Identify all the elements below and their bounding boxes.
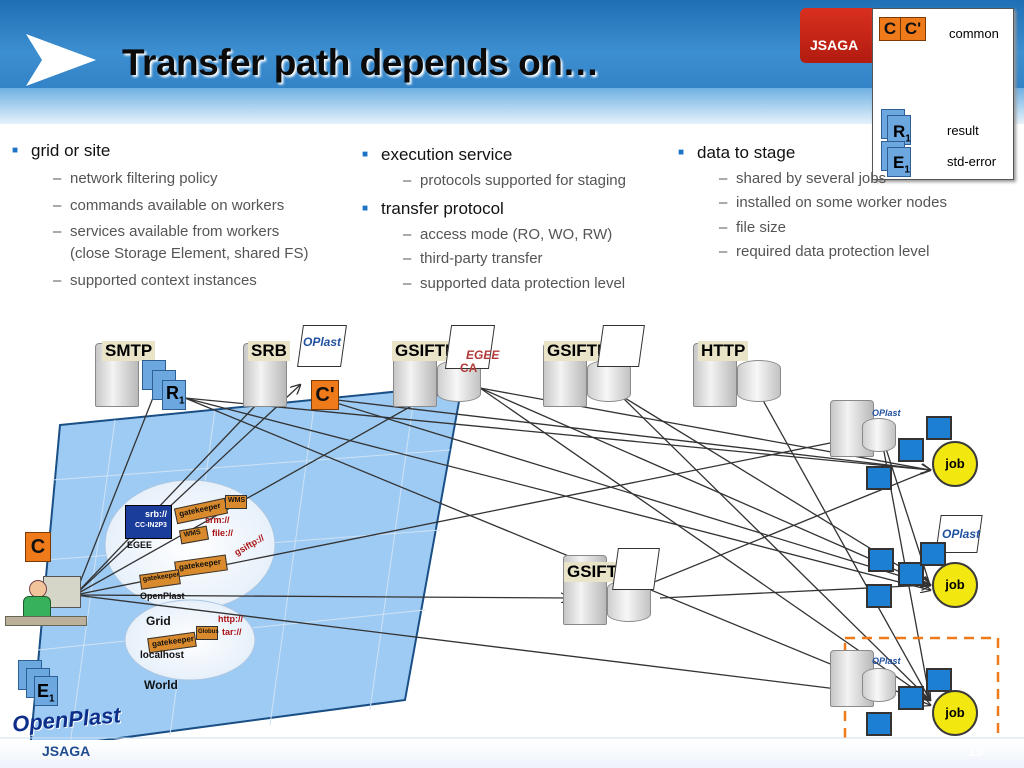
sub-item: protocols supported for staging — [403, 172, 626, 189]
sub-item: installed on some worker nodes — [719, 194, 947, 211]
r1-label: R1 — [166, 383, 185, 407]
sub-item: supported context instances — [53, 272, 257, 289]
sub-item-continued: (close Storage Element, shared FS) — [70, 245, 309, 262]
r1-doc-icon — [162, 380, 186, 410]
gsiftp-disk-2 — [587, 360, 631, 402]
oplast-label: OPlast — [942, 527, 981, 541]
ca-label: CA — [460, 361, 478, 375]
srb-proto-label: srb:// — [145, 509, 168, 519]
legend-e-doc-icon-back — [887, 147, 911, 177]
srm-proto-label: srm:// — [205, 515, 230, 525]
egee-grid-panel — [125, 505, 172, 539]
legend-result: result — [947, 123, 979, 138]
worker-pc-icon — [866, 584, 892, 608]
sub-item: file size — [719, 219, 786, 236]
bullet-data-to-stage: data to stage — [678, 143, 795, 163]
gsiftp-label-1: GSIFTP — [392, 341, 460, 361]
worker-pc-icon — [866, 466, 892, 490]
legend-r-doc-icon-back — [887, 115, 911, 145]
egee-small-label: EGEE — [127, 540, 153, 550]
worker-pc-icon — [868, 548, 894, 572]
page-number: 19 — [968, 743, 984, 759]
oplast-label: OPlast — [303, 335, 342, 349]
legend-r-label: R1 — [893, 122, 911, 145]
job-node-1: job — [932, 441, 978, 487]
tar-proto-label: tar:// — [222, 627, 242, 637]
footer-brand: JSAGA — [42, 743, 91, 759]
sub-item: shared by several jobs — [719, 170, 886, 187]
http-label: HTTP — [698, 341, 749, 361]
file-proto-label: file:// — [212, 528, 234, 538]
worker-pc-icon — [920, 542, 946, 566]
worker-pc-icon — [898, 438, 924, 462]
legend-stderr: std-error — [947, 154, 997, 169]
sub-item: network filtering policy — [53, 170, 218, 187]
sub-item: services available from workers — [53, 223, 279, 240]
srb-label: SRB — [248, 341, 290, 361]
wms-tag-1: WMS — [225, 495, 247, 509]
sub-item: third-party transfer — [403, 250, 542, 267]
legend-box: C C' common R1 result E1 std-error — [872, 8, 1014, 180]
footer-bar — [0, 740, 1024, 768]
e1-label: E1 — [37, 681, 55, 705]
sub-item: commands available on workers — [53, 197, 284, 214]
flag-icon — [597, 325, 645, 367]
c-prime-tag: C' — [311, 380, 339, 410]
header-swoosh — [0, 88, 1024, 124]
worker-pc-icon — [866, 712, 892, 736]
sub-item: supported data protection level — [403, 275, 625, 292]
page-title: Transfer path depends on… — [122, 42, 599, 83]
legend-c-prime-tag: C' — [900, 17, 926, 41]
oplast-label: OPlast — [872, 656, 901, 666]
c-tag: C — [25, 532, 51, 562]
worker-pc-icon — [898, 562, 924, 586]
legend-c-tag: C — [879, 17, 901, 41]
job-node-3: job — [932, 690, 978, 736]
http-disk — [737, 360, 781, 402]
grid-label: Grid — [146, 614, 171, 628]
e1-doc-icon — [34, 676, 58, 706]
worker-pc-icon — [926, 668, 952, 692]
openplast-small-label: OpenPlast — [140, 591, 185, 601]
gsiftp-label-2: GSIFTP — [544, 341, 612, 361]
worker-pc-icon — [926, 416, 952, 440]
smtp-label: SMTP — [102, 341, 156, 361]
user-workstation-icon — [5, 572, 87, 632]
sub-item: required data protection level — [719, 243, 930, 260]
sub-item: access mode (RO, WO, RW) — [403, 226, 612, 243]
worker-pc-icon — [898, 686, 924, 710]
legend-common: common — [949, 26, 999, 41]
legend-e-label: E1 — [893, 153, 910, 176]
world-label: World — [144, 678, 178, 692]
play-arrow-icon — [26, 34, 96, 86]
cc-in2p3-label: CC-IN2P3 — [135, 522, 167, 529]
job-node-2: job — [932, 562, 978, 608]
worker-disk-1 — [862, 418, 896, 452]
bullet-grid-or-site: grid or site — [12, 141, 110, 161]
flag-icon — [612, 548, 660, 590]
egee-label: EGEE — [466, 348, 500, 362]
globus-tag: Globus — [196, 626, 219, 640]
http-proto-label: http:// — [218, 614, 243, 624]
bullet-transfer-protocol: transfer protocol — [362, 199, 504, 219]
oplast-label: OPlast — [872, 408, 901, 418]
bullet-execution-service: execution service — [362, 145, 512, 165]
localhost-label: localhost — [140, 650, 184, 661]
worker-disk-3 — [862, 668, 896, 702]
